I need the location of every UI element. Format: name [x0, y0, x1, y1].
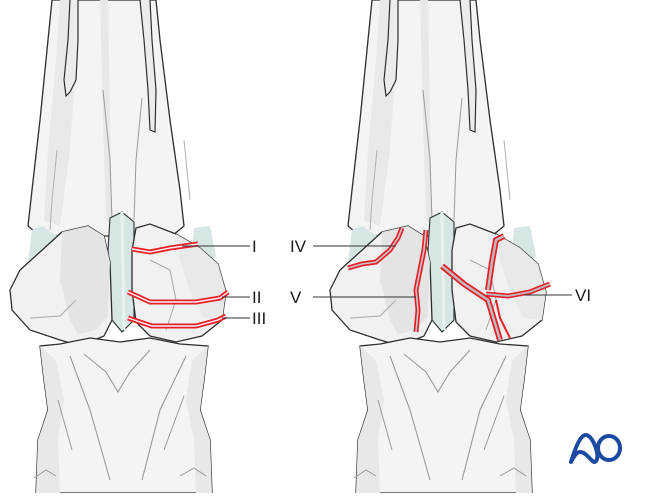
fracture-label-II: II: [252, 288, 262, 307]
fracture-line-V: [413, 229, 429, 333]
fracture-label-VI: VI: [575, 286, 592, 305]
fracture-line-VI: [440, 233, 551, 341]
fracture-label-III: III: [252, 309, 267, 328]
ao-logo: [569, 433, 622, 465]
fracture-label-I: I: [252, 237, 257, 256]
left-bone-panel: [8, 0, 250, 495]
fracture-label-IV: IV: [290, 237, 307, 256]
fracture-line-III: [127, 313, 228, 329]
fracture-label-V: V: [290, 288, 302, 307]
right-bone-panel: [313, 0, 572, 495]
fracture-line-IV: [347, 227, 405, 271]
fracture-line-II: [126, 289, 230, 305]
